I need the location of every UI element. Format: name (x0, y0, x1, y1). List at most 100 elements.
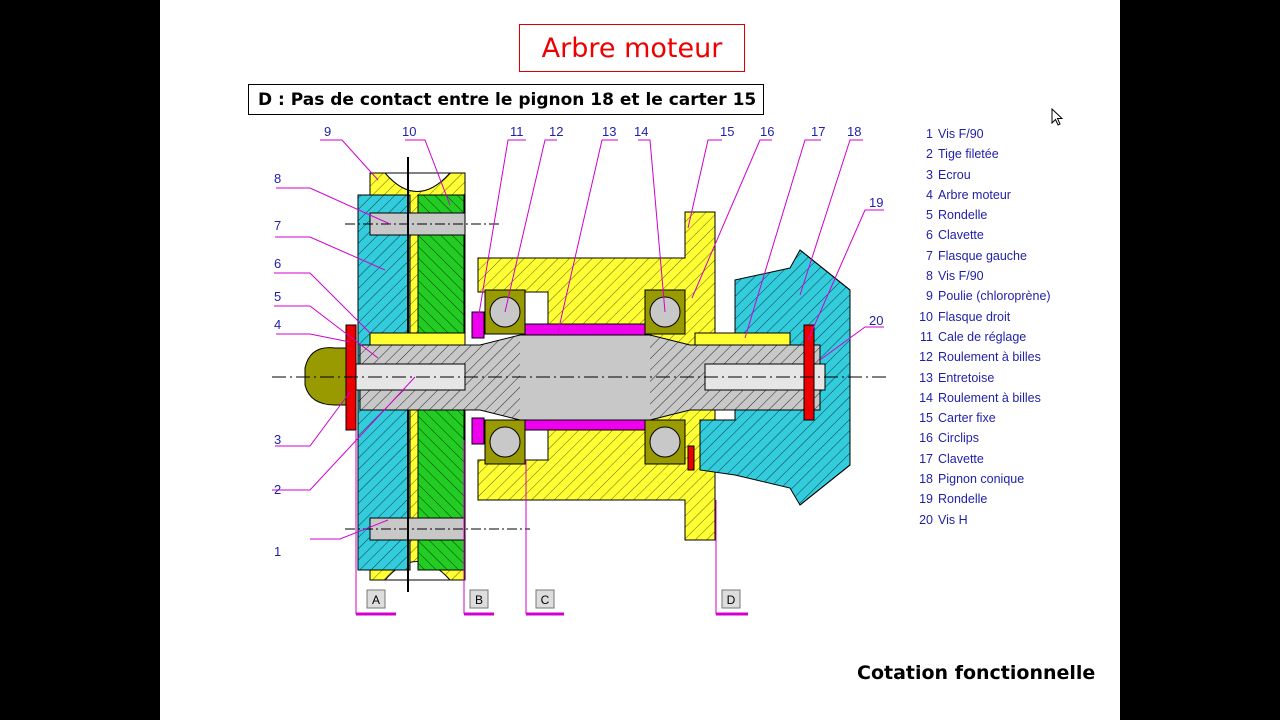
svg-text:12: 12 (549, 124, 563, 139)
legend-number: 20 (919, 512, 933, 527)
legend-number: 7 (926, 248, 933, 263)
legend-number: 6 (926, 228, 933, 243)
legend-label: Circlips (938, 431, 979, 446)
legend-item: 10 Flasque droit (910, 310, 1051, 330)
legend-item: 11 Cale de réglage (910, 330, 1051, 350)
svg-text:13: 13 (602, 124, 616, 139)
legend-item: 14 Roulement à billes (910, 391, 1051, 411)
legend-number: 8 (926, 269, 933, 284)
legend-number: 9 (926, 289, 933, 304)
legend-item: 8 Vis F/90 (910, 269, 1051, 289)
legend-number: 19 (919, 492, 933, 507)
legend-label: Vis H (938, 512, 968, 527)
legend-item: 20 Vis H (910, 513, 1051, 533)
legend-number: 11 (920, 329, 933, 344)
legend-number: 3 (926, 167, 933, 182)
mouse-cursor-icon (1051, 108, 1064, 126)
section-markers: A B C D (355, 430, 748, 616)
shim-11 (471, 311, 485, 339)
svg-text:19: 19 (869, 195, 883, 210)
legend-number: 12 (919, 350, 933, 365)
condition-text: D : Pas de contact entre le pignon 18 et… (258, 89, 757, 110)
legend-number: 14 (919, 390, 933, 405)
legend-number: 15 (919, 411, 933, 426)
marker-b: B (475, 593, 483, 607)
legend-item: 2 Tige filetée (910, 147, 1051, 167)
legend-label: Rondelle (938, 492, 988, 507)
legend-number: 16 (919, 431, 933, 446)
spacer-13 (524, 323, 646, 337)
key-6 (369, 332, 466, 346)
slide: Arbre moteur D : Pas de contact entre le… (160, 0, 1120, 720)
legend-number: 18 (919, 472, 933, 487)
svg-text:4: 4 (274, 317, 281, 332)
legend-label: Cale de réglage (938, 329, 1027, 344)
svg-text:8: 8 (274, 171, 281, 186)
leader-lines (272, 139, 884, 540)
svg-text:9: 9 (324, 124, 331, 139)
legend-item: 16 Circlips (910, 431, 1051, 451)
svg-text:10: 10 (402, 124, 416, 139)
legend-item: 12 Roulement à billes (910, 350, 1051, 370)
svg-text:14: 14 (634, 124, 648, 139)
legend-number: 4 (926, 187, 933, 202)
legend-item: 3 Ecrou (910, 168, 1051, 188)
legend-label: Roulement à billes (938, 350, 1041, 365)
title-box: Arbre moteur (519, 24, 745, 72)
legend-label: Flasque droit (938, 309, 1011, 324)
legend-number: 2 (926, 147, 933, 162)
svg-text:5: 5 (274, 289, 281, 304)
legend-number: 10 (919, 309, 933, 324)
legend-label: Arbre moteur (938, 187, 1011, 202)
legend-item: 5 Rondelle (910, 208, 1051, 228)
legend-label: Flasque gauche (938, 248, 1027, 263)
legend-number: 17 (919, 451, 933, 466)
legend-label: Ecrou (938, 167, 971, 182)
nut-3 (304, 347, 349, 406)
legend-item: 19 Rondelle (910, 492, 1051, 512)
svg-text:17: 17 (811, 124, 825, 139)
condition-box: D : Pas de contact entre le pignon 18 et… (248, 84, 764, 115)
marker-c: C (541, 593, 550, 607)
legend-item: 15 Carter fixe (910, 411, 1051, 431)
legend-number: 13 (919, 370, 933, 385)
legend-label: Clavette (938, 228, 984, 243)
legend-item: 4 Arbre moteur (910, 188, 1051, 208)
legend-number: 5 (926, 208, 933, 223)
legend-label: Entretoise (938, 370, 995, 385)
legend-label: Poulie (chloroprène) (938, 289, 1051, 304)
legend-item: 7 Flasque gauche (910, 249, 1051, 269)
legend-label: Tige filetée (938, 147, 999, 162)
legend-label: Vis F/90 (938, 269, 984, 284)
marker-d: D (727, 593, 736, 607)
legend-label: Vis F/90 (938, 127, 984, 141)
svg-text:2: 2 (274, 482, 281, 497)
svg-text:1: 1 (274, 544, 281, 559)
legend-label: Roulement à billes (938, 390, 1041, 405)
svg-text:7: 7 (274, 218, 281, 233)
svg-text:6: 6 (274, 256, 281, 271)
legend-item: 18 Pignon conique (910, 472, 1051, 492)
page-title: Arbre moteur (541, 32, 723, 64)
legend-label: Pignon conique (938, 472, 1025, 487)
svg-text:15: 15 (720, 124, 734, 139)
svg-text:3: 3 (274, 432, 281, 447)
svg-text:16: 16 (760, 124, 774, 139)
shim-11b (471, 417, 485, 445)
svg-text:20: 20 (869, 313, 883, 328)
legend-label: Rondelle (938, 208, 988, 223)
legend-item: 9 Poulie (chloroprène) (910, 289, 1051, 309)
svg-text:18: 18 (847, 124, 861, 139)
washer-19 (803, 324, 815, 421)
legend-item: 13 Entretoise (910, 371, 1051, 391)
svg-text:11: 11 (510, 124, 524, 139)
circlip-16 (687, 445, 695, 471)
legend-label: Carter fixe (938, 411, 996, 426)
marker-a: A (372, 593, 380, 607)
legend-item: 6 Clavette (910, 228, 1051, 248)
